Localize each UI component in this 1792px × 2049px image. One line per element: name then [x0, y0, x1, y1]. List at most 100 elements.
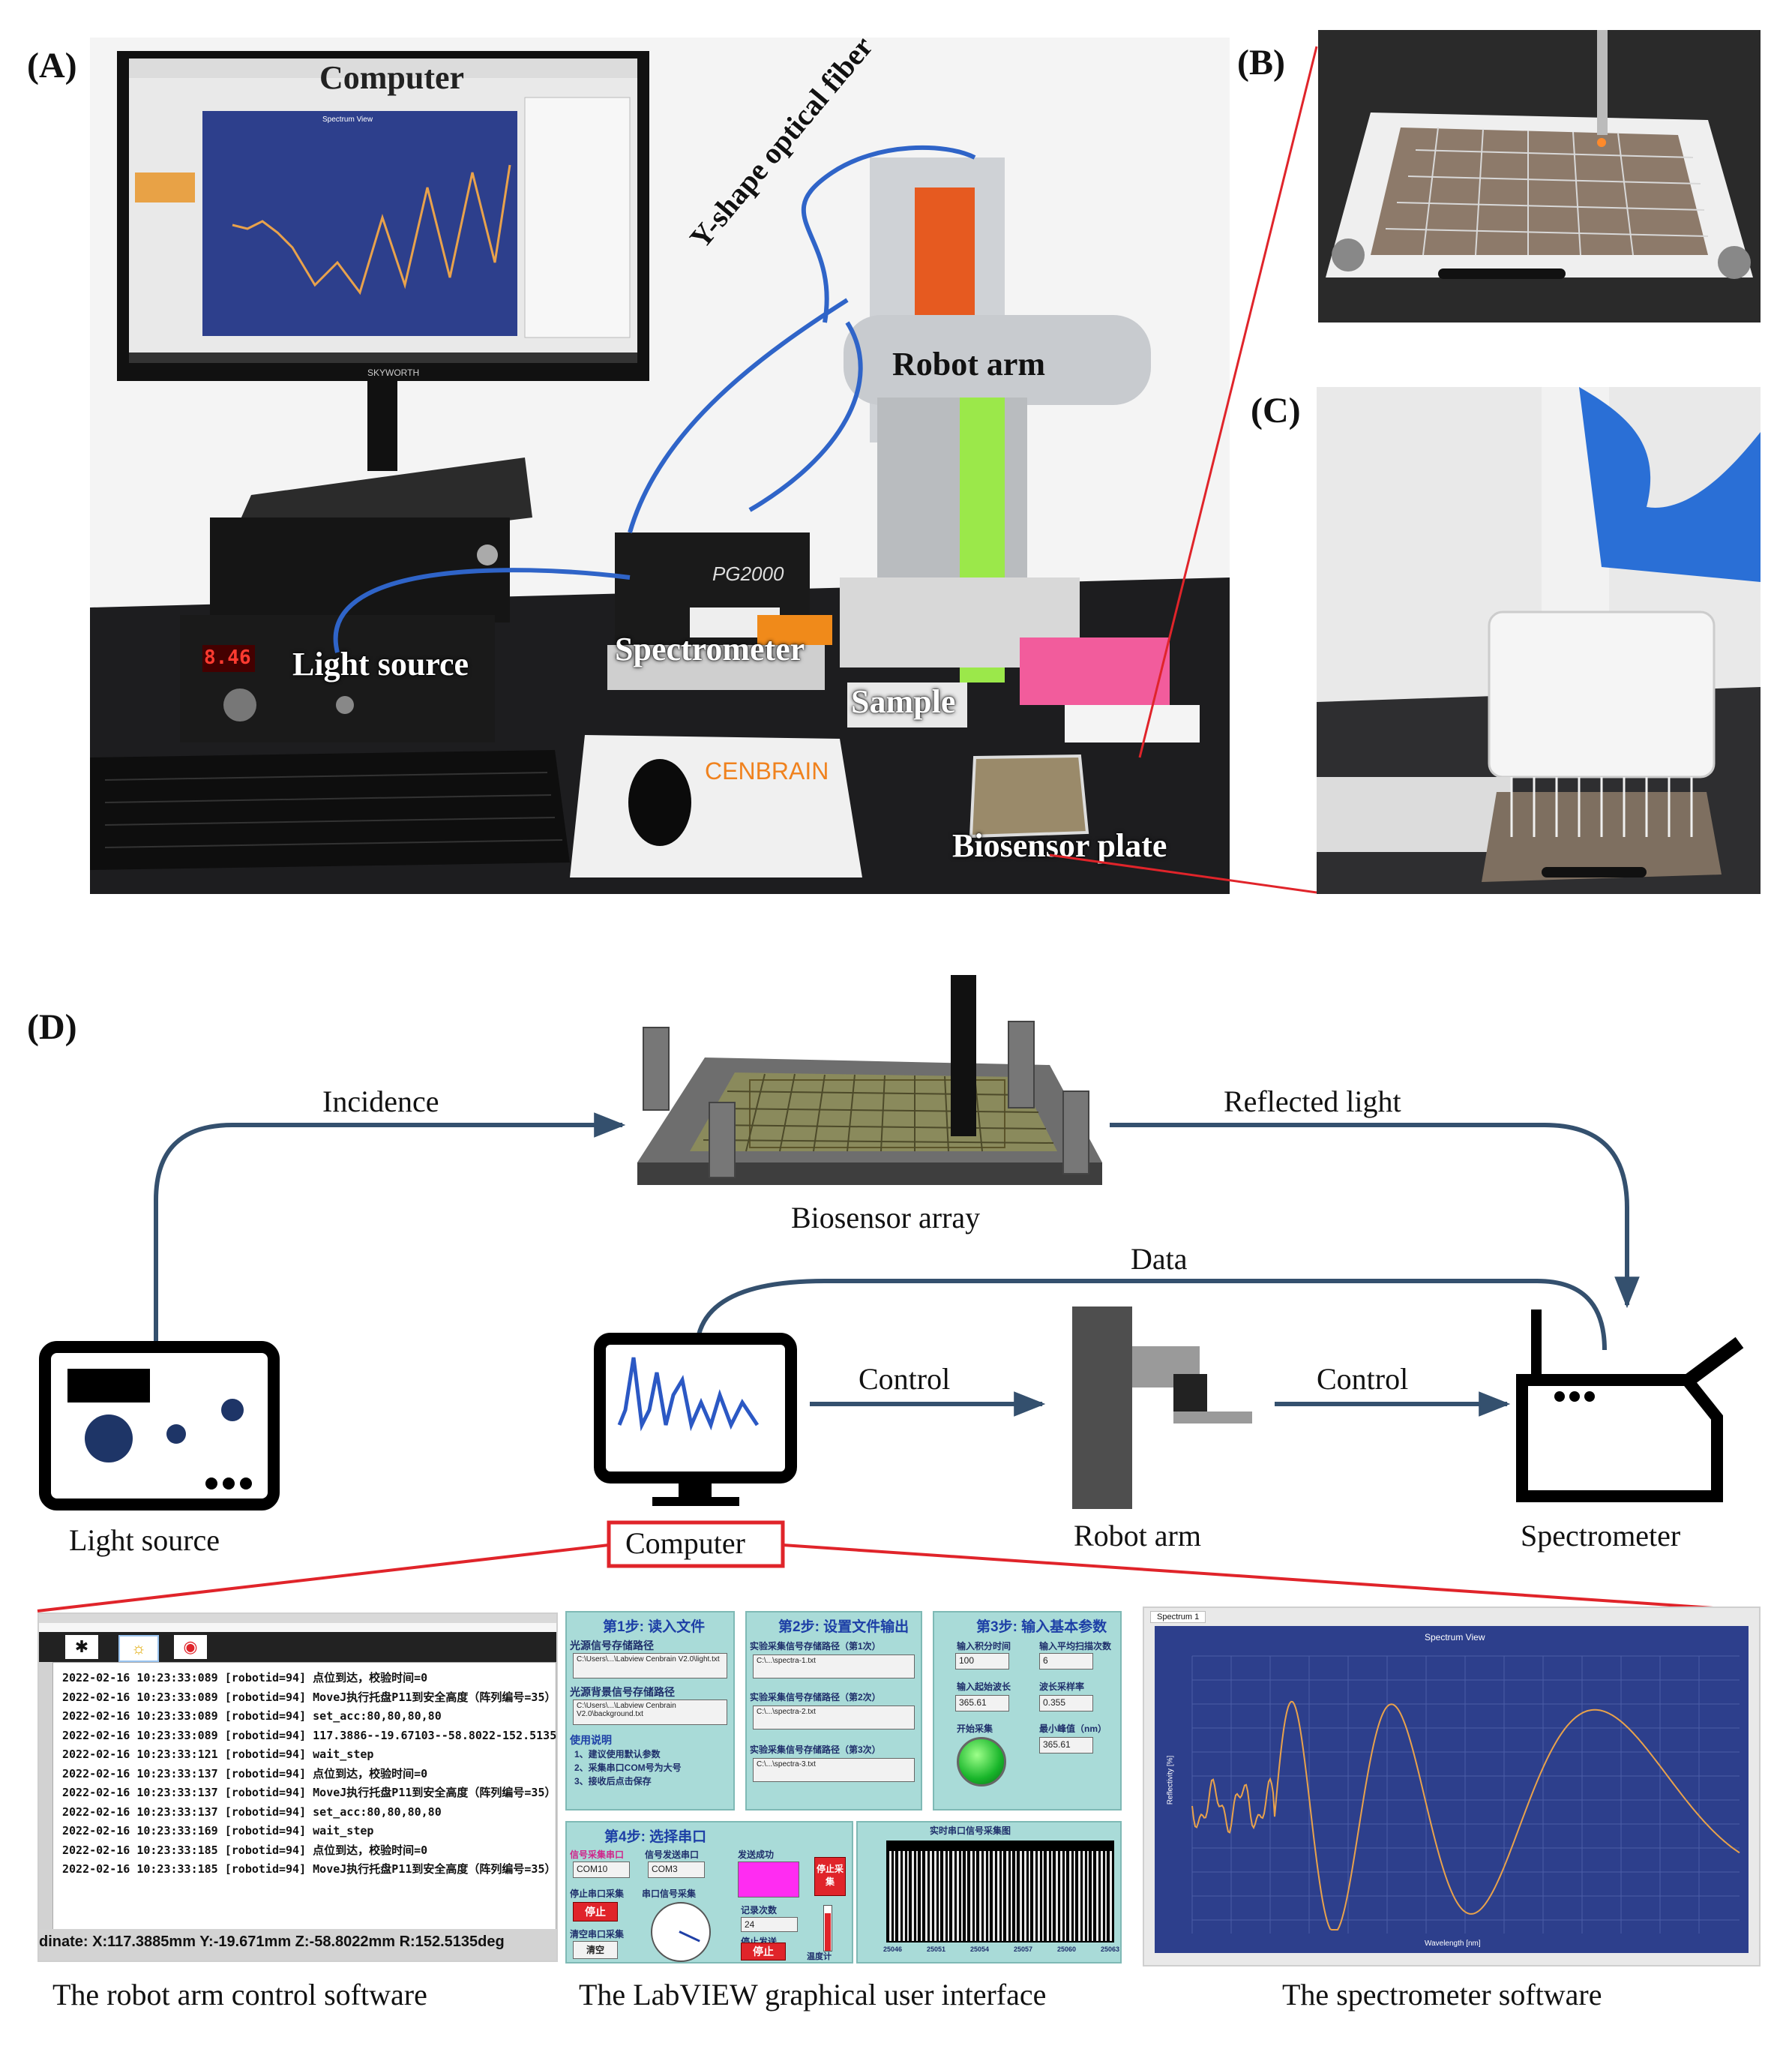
monitor-plot-title: Spectrum View [322, 116, 373, 124]
biosensor-plate-photo-label: Biosensor plate [952, 827, 1167, 864]
realtime-bar [1006, 1851, 1008, 1941]
step3-title: 第3步: 输入基本参数 [976, 1619, 1107, 1635]
realtime-bar [934, 1851, 936, 1941]
thermometer-fill [825, 1913, 831, 1951]
realtime-bar [1038, 1851, 1040, 1941]
incidence-arrow [154, 1112, 626, 1342]
save3-input[interactable]: C:\...\spectra-3.txt [753, 1758, 915, 1782]
min-peak-input[interactable]: 365.61 [1039, 1737, 1093, 1754]
spectrum-tab[interactable]: Spectrum 1 [1150, 1611, 1206, 1623]
realtime-bar [1033, 1851, 1035, 1941]
monitor-brand: SKYWORTH [367, 368, 420, 378]
log-line: 2022-02-16 10:23:33:185 [robotid=94] Mov… [62, 1862, 556, 1876]
realtime-bar [912, 1851, 914, 1941]
clear-port-button[interactable]: 清空 [573, 1941, 618, 1959]
stop-collect-button[interactable]: 停止采集 [814, 1857, 846, 1896]
integration-time-input[interactable]: 100 [955, 1653, 1009, 1670]
log-line: 2022-02-16 10:23:33:185 [robotid=94] 点位到… [62, 1843, 428, 1857]
start-wavelength-input[interactable]: 365.61 [955, 1695, 1009, 1712]
log-line: 2022-02-16 10:23:33:137 [robotid=94] Mov… [62, 1786, 556, 1799]
log-line: 2022-02-16 10:23:33:089 [robotid=94] set… [62, 1709, 442, 1723]
panel-d-label: (D) [27, 1007, 77, 1047]
record-icon[interactable]: ◉ [174, 1635, 207, 1659]
realtime-x-tick: 25057 [1014, 1946, 1033, 1953]
realtime-bar [966, 1851, 967, 1941]
spectrometer-software-screenshot: Spectrum 1 Spectrum View Reflectivity [%… [1143, 1606, 1761, 1966]
robot-software-screenshot: ✱ ☼ ◉ 2022-02-16 10:23:33:089 [robotid=9… [37, 1612, 558, 1962]
setup-photo: Computer Y-shape optical fiber Robot arm… [90, 38, 1230, 894]
save2-input[interactable]: C:\...\spectra-2.txt [753, 1706, 915, 1730]
realtime-bar [952, 1851, 954, 1941]
realtime-bar [1042, 1851, 1044, 1941]
log-line: 2022-02-16 10:23:33:137 [robotid=94] 点位到… [62, 1766, 428, 1780]
computer-highlight-box [607, 1520, 785, 1568]
realtime-x-tick: 25063 [1101, 1946, 1120, 1953]
light-source-display: 8.46 [204, 646, 251, 669]
realtime-bar [1020, 1851, 1022, 1941]
integration-time-label: 输入积分时间 [957, 1641, 1011, 1652]
robot-coordinate-readout: dinate: X:117.3885mm Y:-19.671mm Z:-58.8… [39, 1934, 505, 1950]
save1-input[interactable]: C:\...\spectra-1.txt [753, 1654, 915, 1678]
realtime-bar [993, 1851, 995, 1941]
stop-port-button[interactable]: 停止 [573, 1902, 618, 1922]
realtime-bar [979, 1851, 981, 1941]
usage-line-3: 3、接收后点击保存 [574, 1776, 652, 1786]
realtime-x-tick: 25051 [927, 1946, 946, 1953]
data-label: Data [1131, 1242, 1188, 1276]
send-port-select[interactable]: COM3 [648, 1862, 705, 1878]
stop-send-button[interactable]: 停止 [741, 1942, 786, 1960]
labview-step4-panel: 第4步: 选择串口 信号采集串口 COM10 信号发送串口 COM3 发送成功 … [565, 1821, 853, 1964]
log-line: 2022-02-16 10:23:33:137 [robotid=94] set… [62, 1804, 442, 1819]
realtime-bar [975, 1851, 976, 1941]
light-bg-path-input[interactable]: C:\Users\...\Labview Cenbrain V2.0\backg… [573, 1700, 727, 1725]
panel-c-label: (C) [1251, 391, 1301, 430]
port-gauge [651, 1902, 711, 1962]
robot-arm-photo-label: Robot arm [892, 346, 1046, 382]
pipette-closeup-photo [1317, 387, 1761, 894]
realtime-plot-area [886, 1840, 1114, 1942]
spectrum-trace [1191, 1700, 1740, 1930]
robot-log-area: 2022-02-16 10:23:33:089 [robotid=94] 点位到… [52, 1662, 556, 1930]
realtime-plot-title: 实时串口信号采集图 [930, 1826, 1011, 1836]
step2-title: 第2步: 设置文件输出 [778, 1619, 909, 1635]
realtime-bar [1060, 1851, 1062, 1941]
realtime-bar [1083, 1851, 1085, 1941]
biosensor-array-icon [637, 975, 1102, 1185]
realtime-bar [1069, 1851, 1071, 1941]
start-collect-button[interactable] [957, 1737, 1006, 1786]
avg-count-input[interactable]: 6 [1039, 1653, 1093, 1670]
setup-photo-drawing [90, 38, 1230, 894]
reflected-light-label: Reflected light [1224, 1084, 1401, 1118]
realtime-plot-bars [889, 1851, 1112, 1941]
record-count-label: 记录次数 [741, 1905, 778, 1916]
realtime-bar [948, 1851, 949, 1941]
spectrometer-brand: PG2000 [712, 562, 784, 585]
labview-step2-panel: 第2步: 设置文件输出 实验采集信号存储路径（第1次） C:\...\spect… [745, 1611, 922, 1810]
realtime-bar [1101, 1851, 1103, 1941]
computer-photo-label: Computer [319, 59, 465, 96]
light-bg-path-label: 光源背景信号存储路径 [570, 1686, 675, 1698]
plate-closeup-photo [1318, 30, 1761, 322]
wavelength-step-input[interactable]: 0.355 [1039, 1695, 1093, 1712]
computer-icon [594, 1333, 797, 1506]
sun-icon[interactable]: ☼ [118, 1635, 159, 1662]
spectrum-plot-area: Spectrum View Reflectivity [%] Wavelengt… [1155, 1626, 1749, 1953]
thermometer-label: 温度计 [807, 1952, 832, 1961]
bug-icon[interactable]: ✱ [65, 1635, 98, 1659]
realtime-bar [1078, 1851, 1080, 1941]
log-line: 2022-02-16 10:23:33:169 [robotid=94] wai… [62, 1824, 374, 1838]
computer-label: Computer [625, 1526, 745, 1560]
realtime-bar [1110, 1851, 1112, 1941]
light-source-photo-label: Light source [292, 646, 469, 682]
signal-port-select[interactable]: COM10 [573, 1862, 630, 1878]
light-signal-path-input[interactable]: C:\Users\...\Labview Cenbrain V2.0\light… [573, 1653, 727, 1678]
avg-count-label: 输入平均扫描次数 [1039, 1641, 1112, 1652]
send-ok-label: 发送成功 [738, 1850, 775, 1860]
realtime-bar [907, 1851, 909, 1941]
send-port-label: 信号发送串口 [645, 1850, 700, 1860]
start-collect-label: 开始采集 [957, 1724, 993, 1734]
realtime-bar [997, 1851, 999, 1941]
signal-port-label: 信号采集串口 [570, 1850, 625, 1860]
stop-port-label: 停止串口采集 [570, 1888, 625, 1899]
